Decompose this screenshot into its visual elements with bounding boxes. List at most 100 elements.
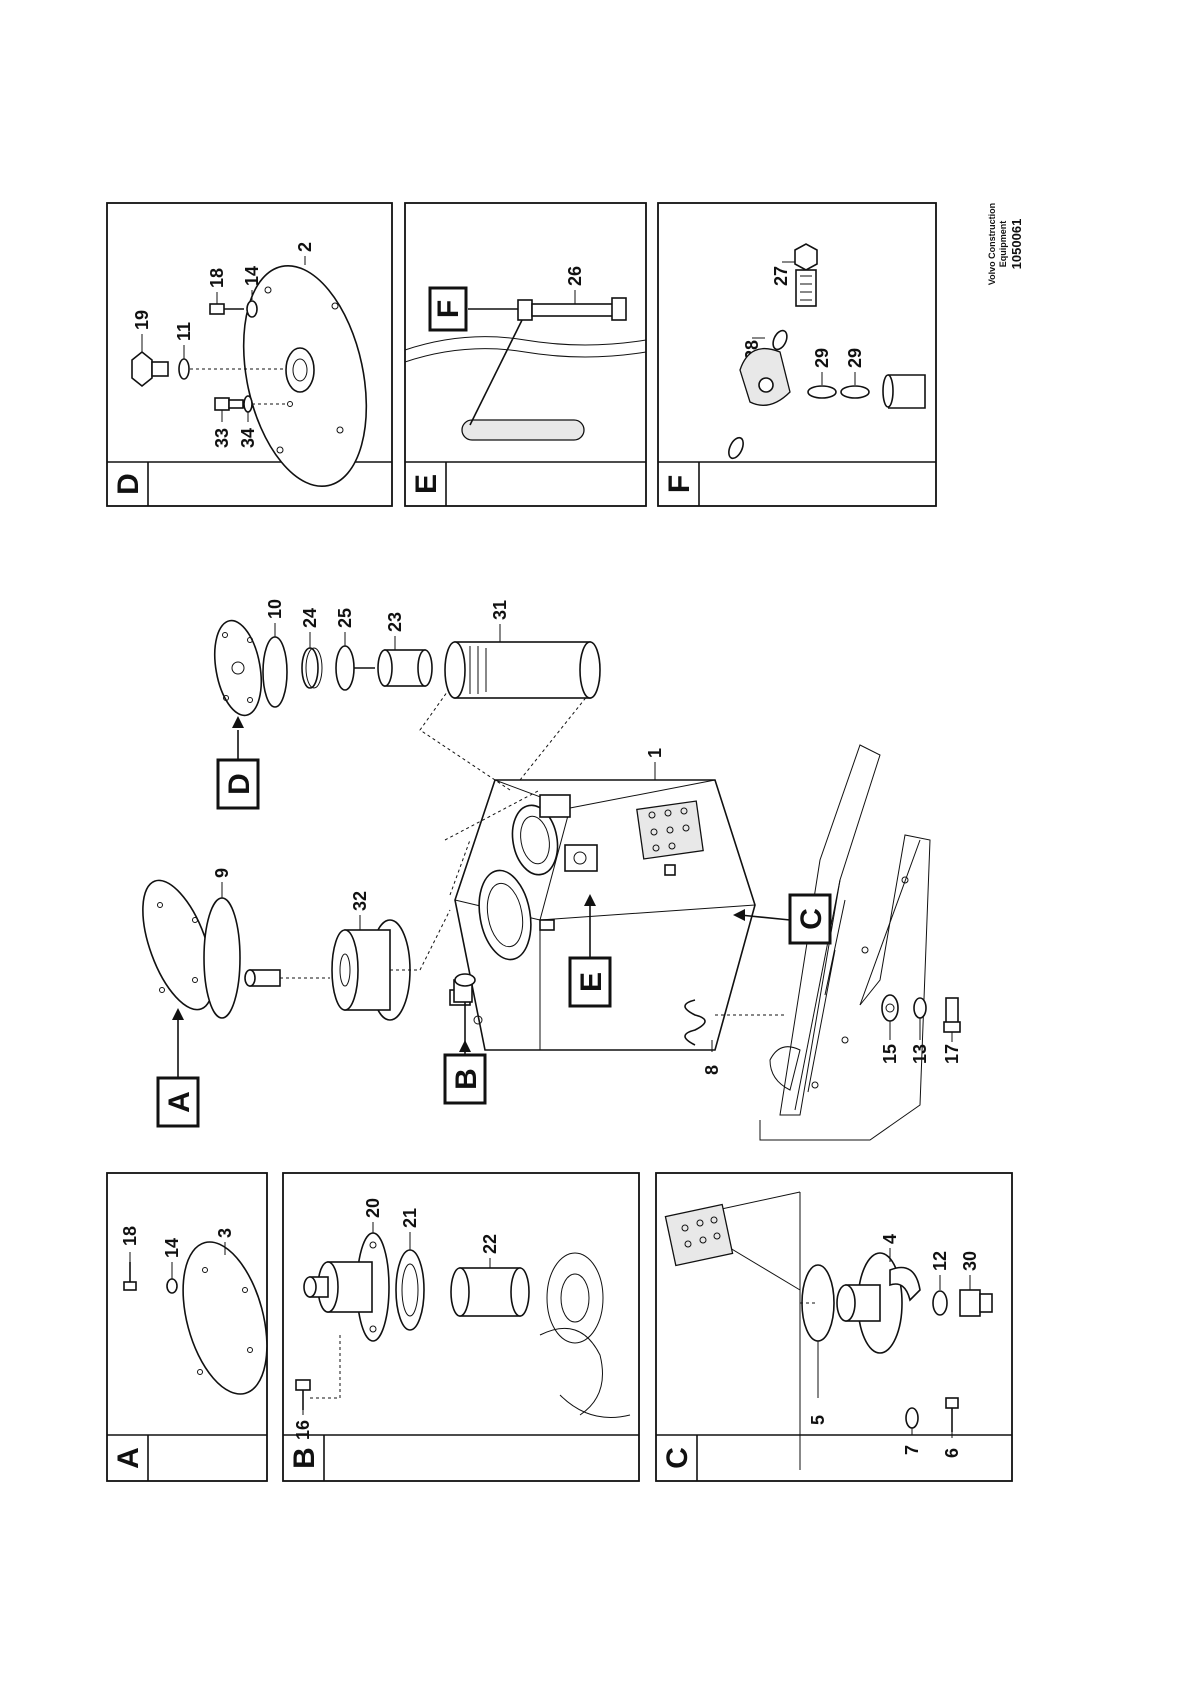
gasket-ring-9 [203, 897, 241, 1019]
o-ring-10 [262, 636, 288, 708]
washer-part-14 [246, 300, 258, 318]
detail-panel-b: B 20 21 [282, 1172, 640, 1482]
credit-line-1: Volvo Construction [987, 203, 997, 285]
tag-f-letter: F [432, 300, 465, 318]
detail-panel-c: C [655, 1172, 1013, 1482]
callout-14: 14 [162, 1238, 182, 1258]
float-block-part [739, 347, 791, 406]
bypass-valve-25 [335, 645, 355, 691]
callout-14-d: 14 [242, 266, 262, 286]
callout-27: 27 [771, 266, 791, 286]
o-ring-part-11 [178, 358, 190, 380]
callout-6: 6 [942, 1448, 962, 1458]
bolt-part [123, 1262, 137, 1291]
callout-24: 24 [300, 608, 320, 628]
breather-assembly [453, 973, 476, 1045]
washer-part-7 [905, 1407, 919, 1429]
filter-cover-disc [242, 264, 368, 488]
callout-5: 5 [808, 1415, 828, 1425]
callout-20: 20 [363, 1198, 383, 1218]
callout-30: 30 [960, 1251, 980, 1271]
callout-13: 13 [910, 1044, 930, 1064]
panel-c-letter: C [661, 1447, 694, 1469]
bolt-17 [943, 997, 961, 1033]
o-ring-part-28 [772, 329, 788, 351]
main-assembly: 9 32 10 [142, 599, 962, 1141]
callout-23: 23 [385, 612, 405, 632]
filter-element-31 [454, 641, 591, 699]
detail-panel-d: D 19 [106, 202, 393, 507]
bolt-part-27 [794, 243, 818, 307]
o-ring-part-29b [840, 385, 870, 399]
breather-part [303, 1232, 390, 1342]
callout-1: 1 [645, 748, 665, 758]
o-ring-part-29a [807, 385, 837, 399]
callout-34: 34 [238, 428, 258, 448]
credit-line-2: Equipment [998, 221, 1008, 268]
callout-21: 21 [400, 1208, 420, 1228]
callout-18-d: 18 [207, 268, 227, 288]
tag-a-letter: A [163, 1091, 196, 1113]
callout-11: 11 [174, 322, 194, 341]
washer-part [166, 1278, 178, 1294]
detail-panel-e: E 26 F [404, 202, 647, 507]
callout-25: 25 [335, 608, 355, 628]
panel-e-frame [404, 202, 647, 507]
panel-e-letter: E [410, 474, 443, 494]
screw-part [295, 1379, 311, 1410]
washer-13 [913, 997, 927, 1019]
frame-rail-upper [779, 744, 881, 1116]
level-indicator-part [517, 297, 627, 321]
drawing-code: 1050061 [1009, 219, 1024, 270]
callout-17: 17 [942, 1044, 962, 1064]
mounting-plate [664, 1203, 734, 1267]
elbow-flange-part [836, 1252, 921, 1354]
bolt-part-6 [945, 1397, 959, 1432]
plug-part [959, 1289, 993, 1317]
spring-24 [301, 647, 319, 689]
tag-e [568, 956, 612, 1008]
tag-b [443, 1053, 487, 1105]
tag-a [156, 1076, 200, 1128]
pipe-part [888, 374, 926, 409]
credit-block: Volvo Construction Equipment 1050061 [987, 203, 1024, 285]
callout-16: 16 [293, 1420, 313, 1440]
filler-plug-part [131, 350, 169, 388]
callout-22: 22 [480, 1234, 500, 1254]
tag-c [788, 893, 832, 945]
tag-f [428, 286, 468, 332]
panel-b-frame [282, 1172, 640, 1482]
o-ring-part-34 [243, 395, 253, 413]
callout-33: 33 [212, 428, 232, 448]
panel-d-letter: D [112, 473, 145, 495]
callout-7: 7 [902, 1445, 922, 1455]
callout-29b: 29 [845, 348, 865, 368]
gasket-part [395, 1249, 425, 1331]
callout-26: 26 [565, 266, 585, 286]
detail-panel-a: A 18 14 3 [106, 1172, 268, 1482]
return-filter-stack: 10 24 25 23 31 [213, 599, 601, 717]
filter-element-32: 32 [244, 891, 451, 1021]
panel-f-letter: F [663, 475, 696, 493]
callout-18: 18 [120, 1226, 140, 1246]
hydraulic-tank-part [444, 779, 756, 1051]
drain-plug-part [214, 397, 244, 411]
callout-19: 19 [132, 310, 152, 330]
callout-32: 32 [350, 891, 370, 911]
tag-e-letter: E [575, 972, 608, 992]
detail-panel-f: F 27 28 29 29 [657, 202, 937, 507]
callout-4: 4 [880, 1234, 900, 1244]
washer-15 [881, 994, 899, 1022]
tag-d-letter: D [223, 773, 256, 795]
tag-c-letter: C [795, 908, 828, 930]
cover-plate-part [182, 1241, 268, 1395]
callout-29a: 29 [812, 348, 832, 368]
washer-part-12 [932, 1290, 948, 1316]
tag-b-letter: B [450, 1068, 483, 1090]
cover-a-assembly: 9 [142, 868, 241, 1019]
callout-31: 31 [490, 600, 510, 620]
bracket-part [461, 419, 585, 441]
callout-9: 9 [212, 868, 232, 878]
callout-3: 3 [215, 1228, 235, 1238]
